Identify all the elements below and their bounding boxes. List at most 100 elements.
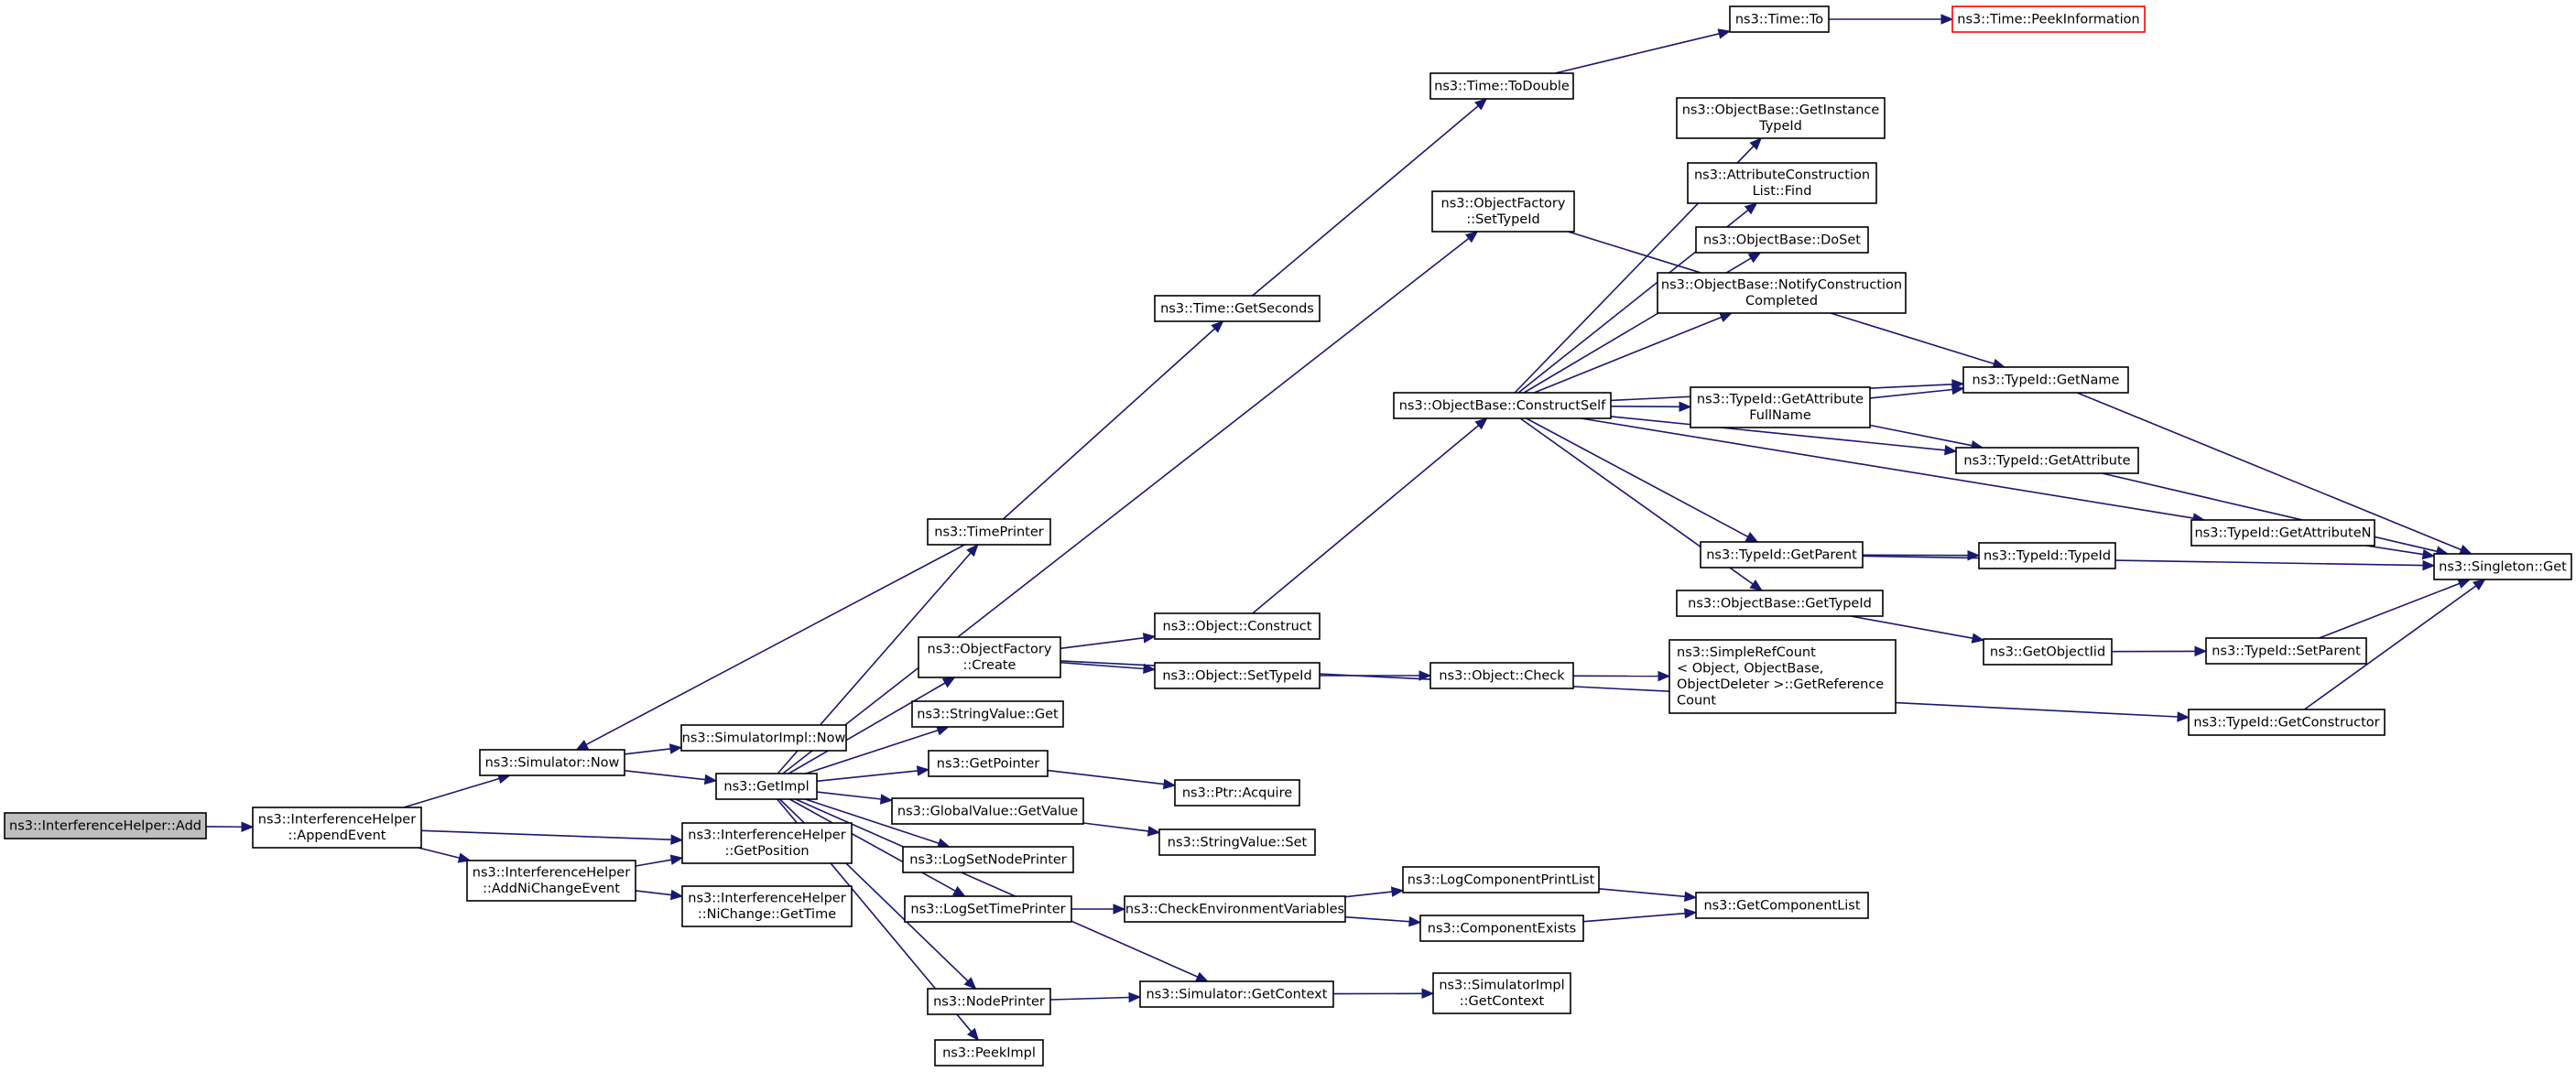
node-box bbox=[1154, 612, 1321, 640]
edge-addNiChange-to-getPosition bbox=[635, 854, 684, 867]
node-nodePrinter[interactable]: ns3::NodePrinter bbox=[927, 988, 1051, 1015]
node-box bbox=[1657, 272, 1907, 314]
node-label: ns3::TypeId::SetParent bbox=[2212, 644, 2361, 658]
node-simNow[interactable]: ns3::Simulator::Now bbox=[479, 749, 625, 776]
arrowhead bbox=[1679, 401, 1692, 413]
node-peekInfo[interactable]: ns3::Time::PeekInformation bbox=[1951, 5, 2146, 33]
node-constructSelf[interactable]: ns3::ObjectBase::ConstructSelf bbox=[1393, 392, 1612, 419]
node-label: ns3::GetComponentList bbox=[1703, 898, 1860, 913]
arrowhead bbox=[1658, 670, 1671, 682]
node-objFactCreate[interactable]: ns3::ObjectFactory::Create bbox=[918, 636, 1061, 678]
edge-getImpl-to-getPointer bbox=[816, 765, 930, 783]
edge-line bbox=[418, 847, 460, 859]
arrowhead bbox=[1749, 137, 1763, 150]
node-typeIdGetAttribute[interactable]: ns3::TypeId::GetAttribute bbox=[1955, 447, 2139, 474]
node-box bbox=[1158, 828, 1316, 856]
node-label: ns3::StringValue::Get bbox=[917, 707, 1059, 721]
node-box bbox=[1700, 541, 1864, 568]
edge-objConstruct-to-constructSelf bbox=[1252, 417, 1488, 614]
node-logCompPrintList[interactable]: ns3::LogComponentPrintList bbox=[1402, 866, 1600, 893]
call-edges bbox=[205, 14, 2486, 1041]
node-simpleRefCount[interactable]: ns3::SimpleRefCount< Object, ObjectBase,… bbox=[1668, 639, 1897, 714]
node-typeIdTypeId[interactable]: ns3::TypeId::TypeId bbox=[1978, 542, 2116, 569]
edge-timePrinter-to-simNow bbox=[575, 544, 965, 751]
node-label: ns3::LogComponentPrintList bbox=[1408, 872, 1595, 887]
node-objSetTypeId[interactable]: ns3::Object::SetTypeId bbox=[1154, 662, 1321, 689]
edge-constructSelf-to-notifyConstr bbox=[1533, 312, 1734, 394]
node-box bbox=[681, 885, 853, 927]
node-simImplNow[interactable]: ns3::SimulatorImpl::Now bbox=[680, 724, 847, 752]
node-label: ns3::InterferenceHelper bbox=[258, 813, 416, 828]
node-box bbox=[927, 988, 1051, 1015]
node-timeTo[interactable]: ns3::Time::To bbox=[1729, 5, 1830, 33]
node-getPosition[interactable]: ns3::InterferenceHelper::GetPosition bbox=[681, 822, 853, 864]
node-box bbox=[1690, 386, 1871, 428]
node-getConstructor[interactable]: ns3::TypeId::GetConstructor bbox=[2188, 709, 2386, 736]
node-label: ns3::Time::ToDouble bbox=[1434, 79, 1570, 93]
node-label: ns3::ObjectBase::DoSet bbox=[1703, 233, 1861, 247]
edge-nodePrinter-to-simGetContext bbox=[1049, 991, 1142, 1003]
node-timeGetSeconds[interactable]: ns3::Time::GetSeconds bbox=[1154, 295, 1321, 322]
node-peekImpl[interactable]: ns3::PeekImpl bbox=[934, 1039, 1044, 1067]
node-strValSet[interactable]: ns3::StringValue::Set bbox=[1158, 828, 1316, 856]
edge-line bbox=[585, 544, 965, 746]
node-getPointer[interactable]: ns3::GetPointer bbox=[928, 750, 1049, 777]
node-box bbox=[2188, 709, 2386, 736]
edge-simNow-to-simImplNow bbox=[624, 743, 683, 755]
node-label: ns3::ObjectBase::ConstructSelf bbox=[1399, 398, 1606, 413]
node-notifyConstr[interactable]: ns3::ObjectBase::NotifyConstructionCompl… bbox=[1657, 272, 1907, 314]
node-compExists[interactable]: ns3::ComponentExists bbox=[1419, 915, 1584, 942]
node-label: ns3::Simulator::Now bbox=[485, 755, 620, 770]
node-objFactSetTypeId[interactable]: ns3::ObjectFactory::SetTypeId bbox=[1431, 190, 1575, 233]
node-getImpl[interactable]: ns3::GetImpl bbox=[715, 773, 818, 800]
node-globalValGet[interactable]: ns3::GlobalValue::GetValue bbox=[891, 797, 1084, 825]
node-getComponentList[interactable]: ns3::GetComponentList bbox=[1695, 892, 1869, 919]
node-box bbox=[252, 807, 422, 849]
arrowhead bbox=[1474, 98, 1488, 111]
edge-line bbox=[1869, 388, 1953, 399]
edge-getImpl-to-objFactSetTypeId bbox=[782, 231, 1479, 774]
node-getAttributeN[interactable]: ns3::TypeId::GetAttributeN bbox=[2190, 519, 2375, 547]
edge-line bbox=[1533, 316, 1723, 394]
node-timePrinter[interactable]: ns3::TimePrinter bbox=[927, 518, 1051, 546]
node-appendEvent[interactable]: ns3::InterferenceHelper::AppendEvent bbox=[252, 807, 422, 849]
node-timeToDouble[interactable]: ns3::Time::ToDouble bbox=[1429, 72, 1574, 100]
node-label: ns3::SimulatorImpl::Now bbox=[682, 731, 846, 745]
arrowhead bbox=[669, 889, 684, 901]
node-box bbox=[680, 724, 847, 752]
node-ptrAcquire[interactable]: ns3::Ptr::Acquire bbox=[1174, 779, 1300, 807]
node-logSetNode[interactable]: ns3::LogSetNodePrinter bbox=[902, 846, 1074, 873]
node-simGetContext[interactable]: ns3::Simulator::GetContext bbox=[1139, 980, 1334, 1008]
arrowhead bbox=[963, 977, 977, 990]
node-label: ns3::TypeId::GetParent bbox=[1706, 547, 1857, 562]
node-obGetTypeId[interactable]: ns3::ObjectBase::GetTypeId bbox=[1676, 590, 1884, 617]
node-getParent[interactable]: ns3::TypeId::GetParent bbox=[1700, 541, 1864, 568]
node-simImplGetContext[interactable]: ns3::SimulatorImpl::GetContext bbox=[1432, 972, 1571, 1014]
node-niGetTime[interactable]: ns3::InterferenceHelper::NiChange::GetTi… bbox=[681, 885, 853, 927]
node-objConstruct[interactable]: ns3::Object::Construct bbox=[1154, 612, 1321, 640]
node-box bbox=[934, 1039, 1044, 1067]
node-getObjectIid[interactable]: ns3::GetObjectIid bbox=[1983, 638, 2113, 666]
node-typeIdGetName[interactable]: ns3::TypeId::GetName bbox=[1962, 366, 2129, 394]
node-label: List::Find bbox=[1753, 184, 1812, 199]
arrowhead bbox=[2177, 711, 2190, 722]
node-typeIdSetParent[interactable]: ns3::TypeId::SetParent bbox=[2205, 637, 2367, 665]
node-addNiChange[interactable]: ns3::InterferenceHelper::AddNiChangeEven… bbox=[466, 860, 636, 902]
arrowhead bbox=[1464, 231, 1479, 244]
node-logSetTime[interactable]: ns3::LogSetTimePrinter bbox=[904, 895, 1072, 923]
node-label: ns3::TypeId::GetConstructor bbox=[2193, 715, 2379, 730]
node-objCheck[interactable]: ns3::Object::Check bbox=[1429, 662, 1574, 689]
arrowhead bbox=[952, 885, 966, 897]
node-doSet[interactable]: ns3::ObjectBase::DoSet bbox=[1695, 226, 1869, 254]
node-singletonGet[interactable]: ns3::Singleton::Get bbox=[2433, 553, 2572, 580]
arrowhead bbox=[241, 821, 255, 832]
node-checkEnv[interactable]: ns3::CheckEnvironmentVariables bbox=[1124, 895, 1346, 923]
node-box bbox=[479, 749, 625, 776]
node-strValGet[interactable]: ns3::StringValue::Get bbox=[911, 700, 1064, 728]
node-label: ns3::TimePrinter bbox=[934, 525, 1044, 539]
arrowhead bbox=[2421, 548, 2436, 560]
